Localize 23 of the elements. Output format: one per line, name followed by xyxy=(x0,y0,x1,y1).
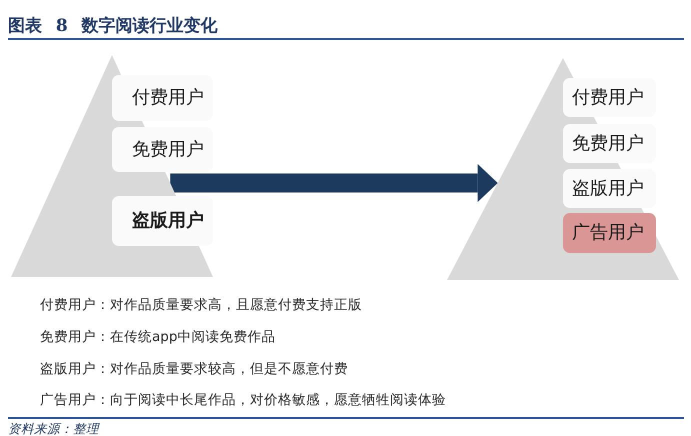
tier-label: 盗版用户 xyxy=(572,178,644,200)
tier-box xyxy=(112,196,213,246)
tier-label: 盗版用户 xyxy=(132,210,204,232)
tier-box xyxy=(112,127,213,172)
tier-label: 免费用户 xyxy=(132,138,204,160)
source-note: 资料来源：整理 xyxy=(8,421,99,436)
note-text: 免费用户：在传统app中阅读免费作品 xyxy=(40,329,276,346)
note-text: 付费用户：对作品质量要求高，且愿意付费支持正版 xyxy=(40,297,362,314)
figure-title: 图表 8 数字阅读行业变化 xyxy=(8,15,218,37)
tier-label: 广告用户 xyxy=(572,222,644,244)
pyramid-shape xyxy=(447,58,679,280)
arrow xyxy=(170,164,498,202)
tier-label: 付费用户 xyxy=(132,87,204,109)
tier-box xyxy=(563,213,656,253)
tier-box xyxy=(563,169,656,208)
note-text: 广告用户：向于阅读中长尾作品，对价格敏感，愿意牺牲阅读体验 xyxy=(40,392,446,409)
tier-label: 付费用户 xyxy=(572,86,644,108)
note-text: 盗版用户：对作品质量要求较高，但是不愿意付费 xyxy=(40,361,348,378)
pyramid-shape xyxy=(11,55,213,277)
tier-label: 免费用户 xyxy=(572,132,644,154)
tier-box xyxy=(112,75,213,121)
tier-box xyxy=(563,78,656,117)
tier-box xyxy=(563,124,656,163)
